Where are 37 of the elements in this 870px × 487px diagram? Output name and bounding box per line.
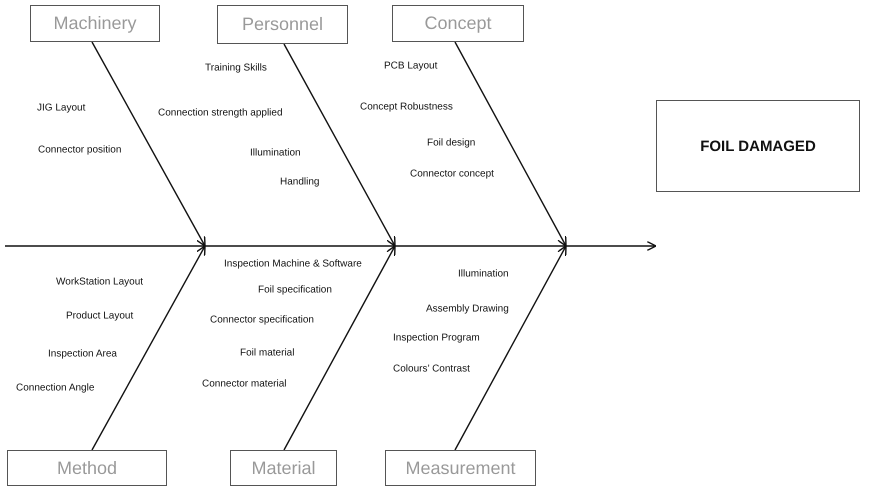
category-box: Machinery: [30, 5, 160, 42]
cause-label: Connector specification: [210, 314, 314, 326]
cause-label: Connection Angle: [16, 382, 94, 394]
cause-label: Illumination: [458, 268, 509, 280]
cause-label: Connector material: [202, 378, 286, 390]
cause-label: Inspection Area: [48, 348, 117, 360]
arrow: [5, 240, 657, 252]
cause-label: WorkStation Layout: [56, 276, 144, 288]
cause-label: Foil design: [427, 136, 476, 150]
arrow: [283, 245, 396, 450]
category-box: Personnel: [217, 5, 348, 44]
cause-label: Connector concept: [410, 168, 494, 180]
arrow: [283, 44, 396, 247]
arrow: [454, 42, 567, 247]
cause-label: Inspection Machine & Software: [224, 258, 362, 270]
cause-label: JIG Layout: [37, 102, 86, 114]
effect-box: FOIL DAMAGED: [656, 100, 860, 192]
arrow: [91, 245, 206, 450]
category-box: Concept: [392, 5, 524, 42]
cause-label: Foil specification: [258, 284, 332, 296]
cause-label: Product Layout: [66, 310, 134, 322]
cause-label: Colours’ Contrast: [393, 362, 470, 376]
cause-label: Handling: [280, 176, 320, 188]
category-box: Measurement: [385, 450, 536, 486]
cause-label: Assembly Drawing: [426, 302, 509, 316]
cause-label: Foil material: [240, 346, 294, 360]
cause-label: Inspection Program: [393, 332, 480, 344]
cause-label: Connection strength applied: [158, 106, 283, 120]
arrow: [454, 245, 567, 450]
cause-label: Training Skills: [205, 62, 267, 74]
category-box: Material: [230, 450, 337, 486]
cause-label: Illumination: [250, 146, 301, 160]
category-box: Method: [7, 450, 167, 486]
cause-label: Connector position: [38, 144, 122, 156]
cause-label: Concept Robustness: [360, 100, 453, 114]
cause-label: PCB Layout: [384, 60, 438, 72]
arrow: [91, 42, 206, 247]
